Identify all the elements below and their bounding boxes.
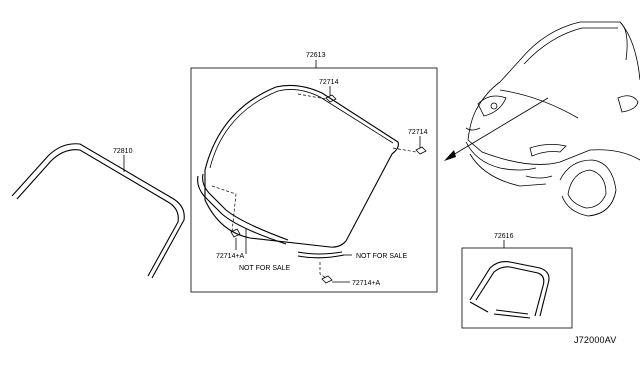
label-72714a-left: 72714+A xyxy=(216,253,245,260)
moulding-72810 xyxy=(11,143,185,279)
label-not-for-sale-left: NOT FOR SALE xyxy=(239,265,291,272)
label-72714-right: 72714 xyxy=(408,129,428,136)
vehicle-front-view xyxy=(444,21,640,217)
label-not-for-sale-right: NOT FOR SALE xyxy=(356,253,408,260)
label-72810: 72810 xyxy=(113,148,133,155)
clip-a-bottom xyxy=(319,262,350,284)
label-72714a-bottom: 72714+A xyxy=(352,280,381,287)
label-72616: 72616 xyxy=(494,233,514,240)
lower-moulding-right xyxy=(297,251,352,259)
clip-upper xyxy=(297,86,337,103)
label-72613: 72613 xyxy=(306,52,326,59)
diagram-code: J72000AV xyxy=(574,335,616,345)
seal-kit-frame xyxy=(461,247,573,329)
clip-a-left xyxy=(211,185,241,250)
windshield-frame xyxy=(190,67,438,293)
clip-right xyxy=(392,136,427,155)
seal-kit-72616 xyxy=(469,261,550,319)
label-72714-upper: 72714 xyxy=(319,79,339,86)
lower-moulding-left xyxy=(197,173,289,254)
